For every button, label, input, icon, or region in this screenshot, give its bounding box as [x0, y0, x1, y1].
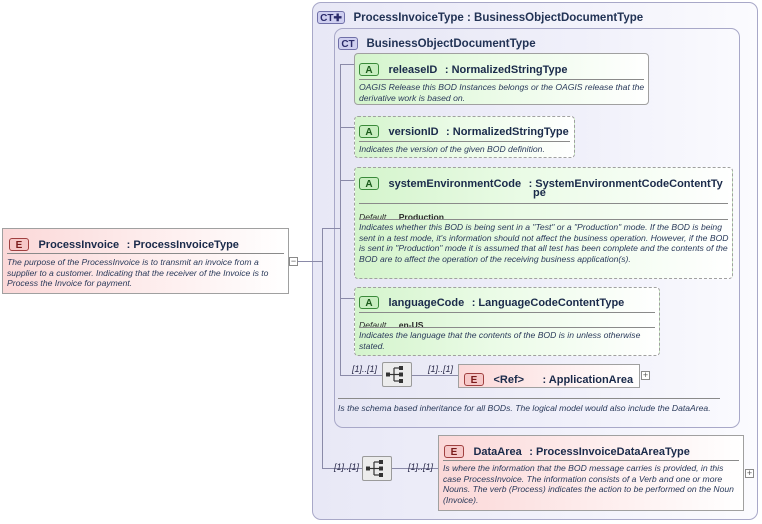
attribute-icon: A — [359, 296, 379, 309]
attribute-description: OAGIS Release this BOD Instances belongs… — [359, 82, 645, 103]
connector-line — [392, 468, 438, 469]
element-icon: E — [464, 373, 484, 386]
element-header: E <Ref> : ApplicationArea — [464, 370, 633, 388]
expand-icon[interactable]: + — [745, 468, 754, 478]
connector-line — [340, 375, 382, 376]
element-type: : ApplicationArea — [542, 374, 634, 386]
attribute-icon: A — [359, 63, 379, 76]
divider — [7, 253, 284, 254]
sequence-icon[interactable] — [382, 362, 412, 387]
element-icon: E — [444, 445, 464, 458]
attribute-icon: A — [359, 125, 379, 138]
sequence-icon[interactable] — [362, 456, 392, 481]
application-area-element[interactable]: E <Ref> : ApplicationArea — [458, 364, 640, 388]
cardinality-label: [1]..[1] — [352, 364, 378, 374]
divider — [338, 398, 720, 399]
attribute-name: releaseID — [388, 64, 438, 76]
inner-type-title: BusinessObjectDocumentType — [366, 38, 536, 50]
attribute-default: Default Production — [359, 207, 444, 225]
attribute-name: versionID — [388, 126, 439, 138]
attribute-description: Indicates whether this BOD is being sent… — [359, 222, 729, 264]
attribute-header: A versionID : NormalizedStringType — [359, 122, 569, 140]
outer-type-header: CT✚ ProcessInvoiceType : BusinessObjectD… — [317, 8, 643, 26]
attribute-type: : NormalizedStringType — [444, 64, 568, 76]
divider — [443, 460, 739, 461]
attribute-name: languageCode — [388, 297, 465, 309]
attribute-release-id[interactable]: A releaseID : NormalizedStringType OAGIS… — [354, 53, 649, 105]
collapse-icon[interactable]: − — [289, 256, 298, 266]
cardinality-label: [1]..[1] — [334, 462, 360, 472]
element-header: E DataArea : ProcessInvoiceDataAreaType — [444, 442, 690, 460]
connector-line — [322, 468, 362, 469]
connector-line — [289, 261, 322, 262]
attribute-type-wrap: pe — [533, 187, 546, 199]
element-icon: E — [9, 238, 29, 251]
connector-line — [322, 228, 340, 229]
connector-line — [412, 375, 458, 376]
expand-icon[interactable]: + — [641, 370, 650, 380]
ct-extension-icon: CT✚ — [317, 11, 345, 24]
default-label: Default — [359, 320, 387, 330]
attribute-type: : SystemEnvironmentCodeContentTy — [528, 178, 723, 190]
root-element-type: : ProcessInvoiceType — [126, 239, 239, 251]
attribute-description: Indicates the version of the given BOD d… — [359, 144, 545, 154]
attribute-icon: A — [359, 177, 379, 190]
inner-type-header: CT BusinessObjectDocumentType — [338, 34, 536, 52]
attribute-name: systemEnvironmentCode — [388, 178, 522, 190]
ct-icon: CT — [338, 37, 358, 50]
connector-line — [340, 64, 354, 65]
divider — [359, 79, 644, 80]
element-ref: <Ref> — [493, 374, 525, 386]
divider — [359, 203, 728, 204]
divider — [359, 141, 570, 142]
default-label: Default — [359, 212, 387, 222]
connector-line — [340, 298, 354, 299]
element-description: Is where the information that the BOD me… — [443, 463, 734, 505]
outer-type-title: ProcessInvoiceType : BusinessObjectDocum… — [353, 12, 644, 24]
element-name: DataArea — [473, 446, 522, 458]
attribute-version-id[interactable]: A versionID : NormalizedStringType Indic… — [354, 116, 575, 158]
attribute-description: Indicates the language that the contents… — [359, 330, 641, 351]
attribute-header: A releaseID : NormalizedStringType — [359, 60, 568, 78]
inner-type-description: Is the schema based inheritance for all … — [338, 403, 711, 413]
root-element-description: The purpose of the ProcessInvoice is to … — [7, 257, 269, 289]
divider — [359, 312, 655, 313]
default-value: en-US — [398, 320, 424, 330]
attribute-type: : NormalizedStringType — [446, 126, 569, 138]
connector-line — [340, 180, 354, 181]
attribute-language-code[interactable]: A languageCode : LanguageCodeContentType… — [354, 287, 660, 356]
root-element-header: E ProcessInvoice : ProcessInvoiceType — [9, 235, 239, 253]
attribute-header: A languageCode : LanguageCodeContentType — [359, 293, 624, 311]
attribute-header: A systemEnvironmentCode : SystemEnvironm… — [359, 174, 723, 192]
attribute-type: : LanguageCodeContentType — [471, 297, 625, 309]
divider — [359, 219, 728, 220]
cardinality-label: [1]..[1] — [408, 462, 434, 472]
cardinality-label: [1]..[1] — [428, 364, 454, 374]
connector-line — [322, 228, 323, 468]
divider — [359, 327, 655, 328]
default-value: Production — [398, 212, 445, 222]
root-element-name: ProcessInvoice — [38, 239, 120, 251]
data-area-element[interactable]: E DataArea : ProcessInvoiceDataAreaType … — [438, 435, 744, 511]
attribute-system-environment-code[interactable]: A systemEnvironmentCode : SystemEnvironm… — [354, 167, 733, 279]
root-element-box[interactable]: E ProcessInvoice : ProcessInvoiceType Th… — [2, 228, 289, 294]
connector-line — [340, 64, 341, 376]
attribute-default: Default en-US — [359, 315, 424, 333]
connector-line — [340, 127, 354, 128]
element-type: : ProcessInvoiceDataAreaType — [529, 446, 690, 458]
